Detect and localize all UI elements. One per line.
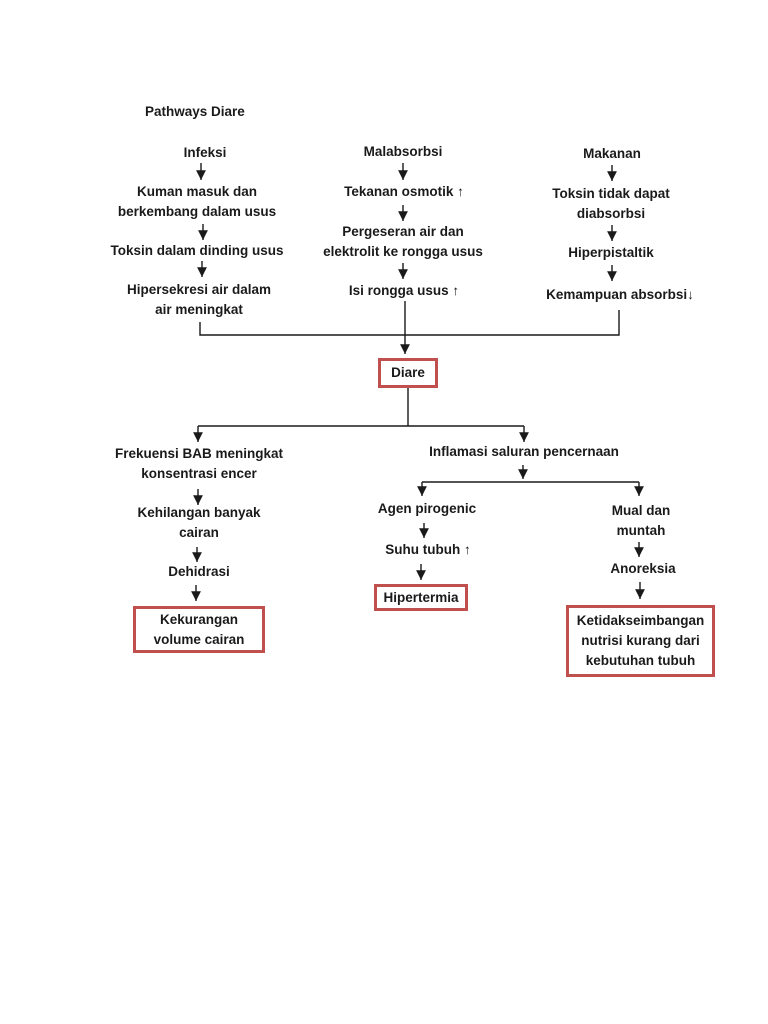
node-infeksi: Infeksi	[183, 145, 227, 160]
ketidakseimbangan-box: Ketidakseimbangan nutrisi kurang dari ke…	[566, 605, 715, 677]
ketidakseimbangan-label: Ketidakseimbangan nutrisi kurang dari ke…	[576, 613, 705, 668]
node-hiperpistaltik: Hiperpistaltik	[568, 245, 654, 260]
page-title: Pathways Diare	[145, 104, 245, 119]
node-mual-muntah: Mual dan muntah	[611, 503, 671, 538]
node-suhu-tubuh: Suhu tubuh ↑	[385, 542, 471, 557]
node-isi-rongga: Isi rongga usus ↑	[348, 283, 460, 298]
node-kehilangan-cairan: Kehilangan banyak cairan	[137, 505, 261, 540]
node-kemampuan-absorbsi: Kemampuan absorbsi↓	[546, 287, 694, 302]
diare-box: Diare	[378, 358, 438, 388]
node-frekuensi-bab: Frekuensi BAB meningkat konsentrasi ence…	[114, 446, 284, 481]
node-inflamasi: Inflamasi saluran pencernaan	[429, 444, 619, 459]
node-toksin-tidak-dapat: Toksin tidak dapat diabsorbsi	[552, 186, 670, 221]
node-hipersekresi: Hipersekresi air dalam air meningkat	[126, 282, 272, 317]
node-agen-pirogenic: Agen pirogenic	[377, 501, 477, 516]
node-toksin-dinding: Toksin dalam dinding usus	[110, 243, 284, 258]
node-anoreksia: Anoreksia	[610, 561, 676, 576]
node-dehidrasi: Dehidrasi	[168, 564, 230, 579]
diare-label: Diare	[391, 365, 425, 380]
kekurangan-volume-label: Kekurangan volume cairan	[153, 611, 245, 647]
node-malabsorbsi: Malabsorbsi	[363, 144, 443, 159]
node-pergeseran-air: Pergeseran air dan elektrolit ke rongga …	[323, 224, 483, 259]
hipertermia-box: Hipertermia	[374, 584, 468, 611]
node-makanan: Makanan	[583, 146, 641, 161]
node-kuman-masuk: Kuman masuk dan berkembang dalam usus	[117, 184, 277, 219]
node-tekanan-osmotik: Tekanan osmotik ↑	[344, 184, 464, 199]
kekurangan-volume-box: Kekurangan volume cairan	[133, 606, 265, 653]
hipertermia-label: Hipertermia	[383, 589, 459, 605]
